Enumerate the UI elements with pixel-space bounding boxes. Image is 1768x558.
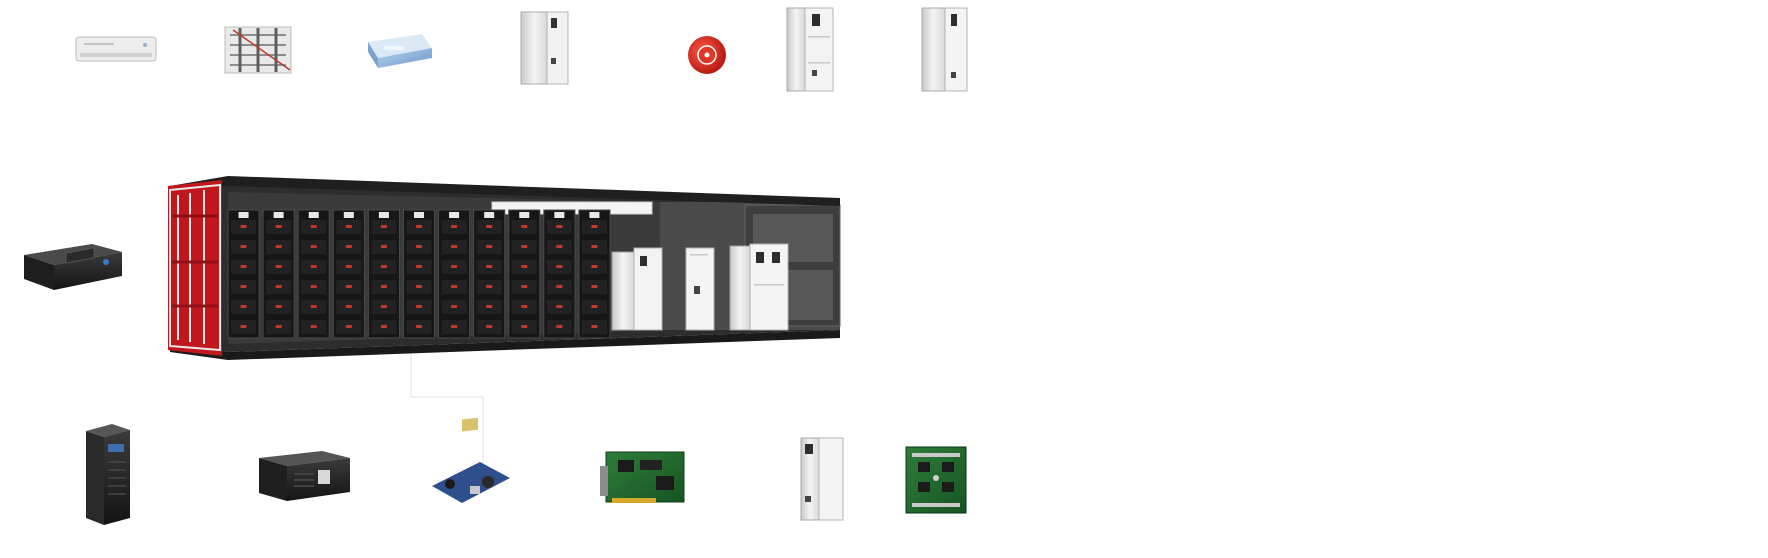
battery-rack — [262, 209, 295, 339]
container-door — [168, 180, 222, 356]
air-conditioner-icon — [75, 36, 157, 62]
battery-rack-group — [227, 209, 611, 339]
rack-server-icon — [24, 244, 122, 290]
battery-rack — [227, 209, 260, 339]
internal-pcs-cabinet — [729, 243, 789, 331]
internal-control-cabinet — [685, 247, 715, 331]
pcs-cabinet-icon — [800, 437, 844, 521]
bms-board-icon — [905, 446, 967, 514]
rack-inverter-icon — [259, 451, 350, 501]
battery-rack — [438, 209, 471, 339]
ups-tower-icon — [86, 424, 130, 525]
cable-tray-icon — [224, 26, 292, 74]
pci-controller-card-icon — [600, 451, 685, 503]
energy-storage-container — [168, 176, 841, 360]
power-board-connector — [410, 325, 484, 468]
distribution-cabinet-icon — [921, 7, 968, 92]
internal-switch-cabinet — [611, 247, 663, 331]
battery-rack — [297, 209, 330, 339]
power-module-icon — [368, 34, 432, 68]
power-board-icon — [432, 417, 510, 503]
battery-rack — [543, 209, 576, 339]
battery-rack — [402, 209, 436, 339]
battery-rack — [473, 209, 506, 339]
battery-rack — [578, 209, 611, 339]
control-cabinet-icon — [786, 7, 834, 92]
battery-rack — [332, 209, 365, 339]
battery-rack — [508, 209, 541, 339]
fire-alarm-bell-icon — [688, 36, 726, 74]
switch-cabinet-icon — [520, 11, 569, 85]
battery-rack — [367, 209, 400, 339]
